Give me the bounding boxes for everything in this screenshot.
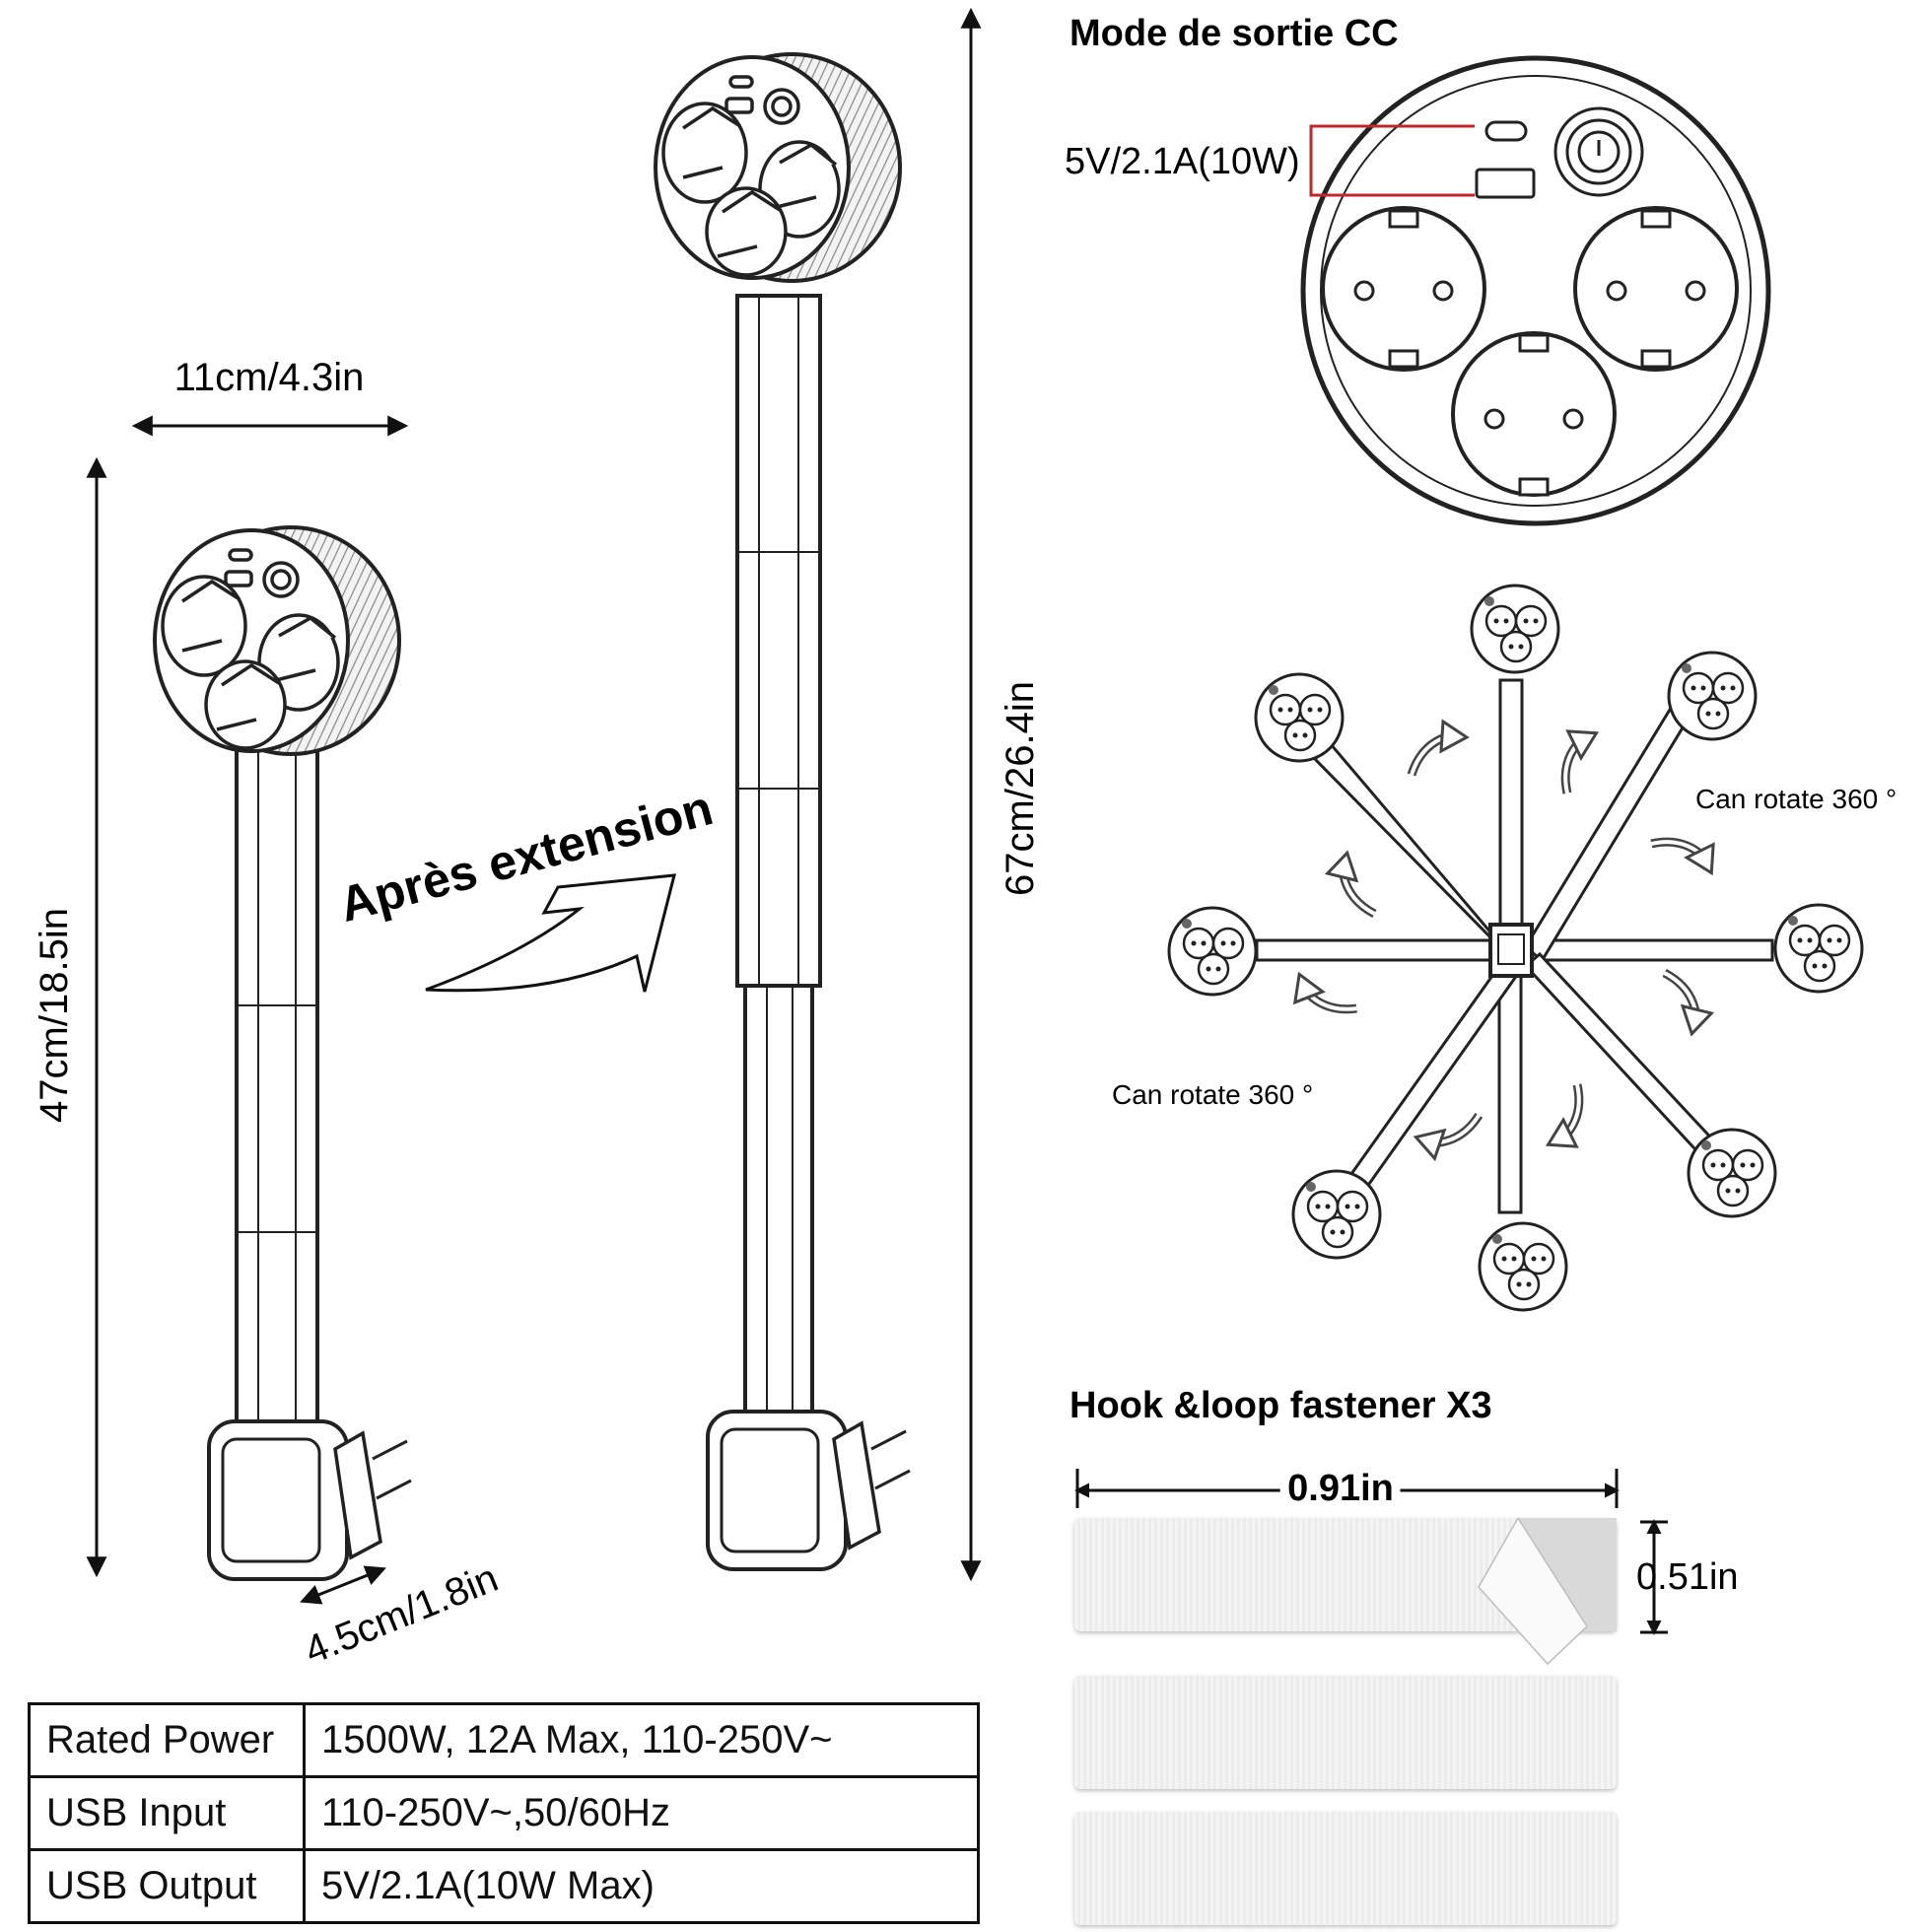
usb-output-label: 5V/2.1A(10W) bbox=[1065, 141, 1300, 182]
spec-value: 1500W, 12A Max, 110-250V~ bbox=[303, 1702, 980, 1778]
dc-output-title: Mode de sortie CC bbox=[1070, 13, 1399, 54]
socket-face-diagram bbox=[1300, 55, 1771, 526]
usb-bracket bbox=[1309, 124, 1475, 197]
collapsed-unit bbox=[153, 525, 412, 1581]
fastener-width-label: 0.91in bbox=[1287, 1468, 1394, 1509]
table-row: Rated Power 1500W, 12A Max, 110-250V~ bbox=[28, 1702, 980, 1778]
rotation-diagram bbox=[1167, 584, 1864, 1312]
rotate-label-left: Can rotate 360 ° bbox=[1112, 1079, 1313, 1110]
rotate-label-right: Can rotate 360 ° bbox=[1695, 784, 1897, 814]
depth-dimension-line bbox=[300, 1565, 386, 1605]
fastener-title: Hook &loop fastener X3 bbox=[1070, 1385, 1492, 1426]
extended-unit bbox=[654, 52, 911, 1571]
spec-value: 110-250V~,50/60Hz bbox=[303, 1775, 980, 1851]
table-row: USB Output 5V/2.1A(10W Max) bbox=[28, 1848, 980, 1924]
extension-arrow bbox=[425, 873, 676, 993]
fastener-height-label: 0.51in bbox=[1636, 1556, 1739, 1598]
table-row: USB Input 110-250V~,50/60Hz bbox=[28, 1775, 980, 1851]
spec-key: Rated Power bbox=[28, 1702, 306, 1778]
width-label: 11cm/4.3in bbox=[174, 356, 365, 399]
height-label: 47cm/18.5in bbox=[33, 908, 76, 1123]
fastener-strip bbox=[1074, 1676, 1617, 1789]
spec-key: USB Input bbox=[28, 1775, 306, 1851]
specs-table: Rated Power 1500W, 12A Max, 110-250V~ US… bbox=[28, 1702, 980, 1924]
peeled-corner bbox=[1478, 1518, 1617, 1666]
fastener-strip bbox=[1074, 1812, 1617, 1925]
spec-key: USB Output bbox=[28, 1848, 306, 1924]
spec-value: 5V/2.1A(10W Max) bbox=[303, 1848, 980, 1924]
extended-height-label: 67cm/26.4in bbox=[999, 681, 1042, 896]
